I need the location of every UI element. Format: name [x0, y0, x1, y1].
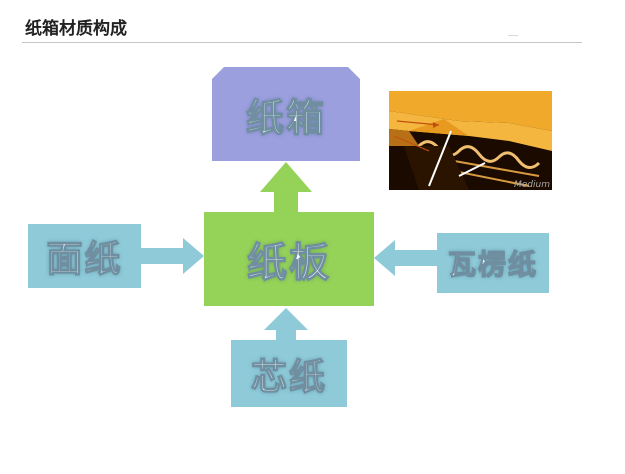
- node-board: 纸板: [204, 212, 374, 306]
- corrugated-board-photo: Medium: [389, 91, 552, 190]
- title-divider: [22, 42, 582, 43]
- page-title: 纸箱材质构成: [25, 19, 127, 39]
- arrow-board-to-carton: [260, 162, 312, 212]
- photo-label: Medium: [514, 180, 550, 190]
- node-core-paper: 芯纸: [231, 340, 347, 407]
- corrugated-board-photo-image: [389, 91, 552, 190]
- title-divider-tick: [508, 35, 518, 36]
- node-carton: 纸箱: [212, 67, 360, 161]
- arrow-flute-to-board: [374, 240, 437, 276]
- arrow-face-to-board: [141, 238, 204, 274]
- arrow-core-to-board: [264, 308, 308, 340]
- node-fluting-paper: 瓦楞纸: [437, 233, 549, 293]
- node-face-paper: 面纸: [28, 224, 141, 288]
